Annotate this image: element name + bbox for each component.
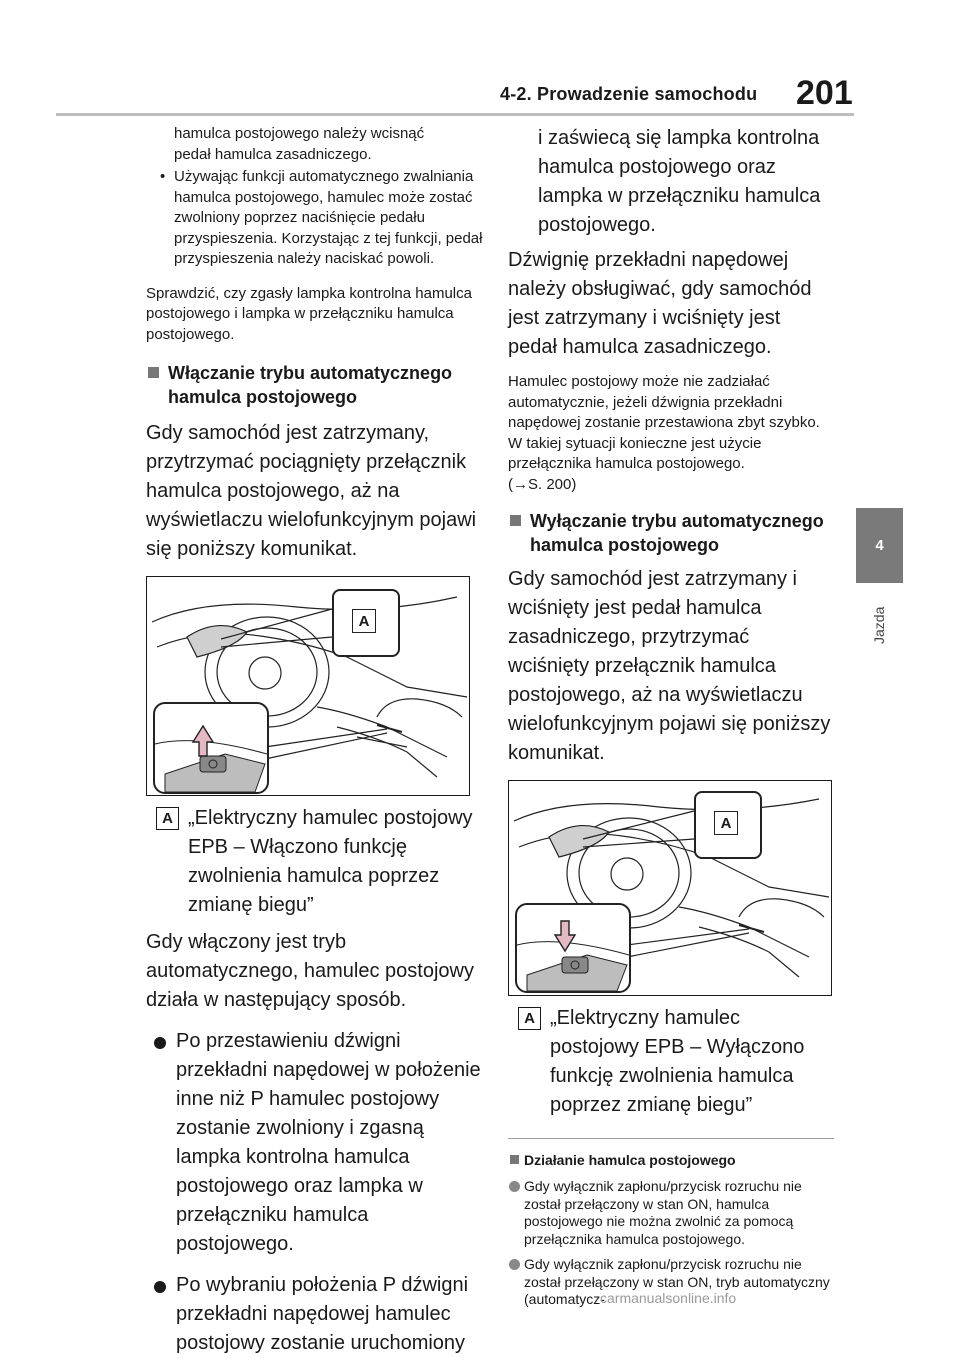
small-note: Hamulec postojowy może nie zadziałać aut… [508, 373, 820, 493]
list-item: Po wybraniu położenia P dźwigni przekład… [146, 1271, 486, 1358]
section-title: 4-2. Prowadzenie samochodu [500, 84, 758, 104]
list-item: Po przestawieniu dźwigni przekładni napę… [146, 1027, 486, 1259]
list-item: Gdy wyłącznik zapłonu/przycisk rozruchu … [508, 1256, 834, 1309]
section-heading: Włączanie trybu automatycznego hamulca p… [146, 361, 486, 409]
bullet-icon [154, 1037, 166, 1049]
right-column: i zaświecą się lampka kontrolna hamulca … [508, 124, 834, 1309]
intro-text: hamulca postojowego należy wcisnąć pedał… [174, 125, 425, 163]
note-heading: Działanie hamulca postojowego [508, 1151, 834, 1170]
parking-brake-switch-icon [155, 724, 267, 792]
dashboard-illustration [513, 798, 830, 978]
watermark: carmanualsonline.info [600, 1290, 737, 1306]
header-divider [56, 113, 854, 116]
chapter-label: Jazda [871, 606, 887, 644]
callout-tag: A [352, 609, 376, 633]
switch-closeup [515, 903, 631, 993]
square-bullet-icon [510, 1155, 519, 1164]
list-item: • Używając funkcji automatycznego zwalni… [160, 168, 483, 267]
callout-lines [582, 810, 750, 958]
callout-box: A [332, 589, 400, 657]
body-paragraph: Gdy samochód jest zatrzymany i wciśnięty… [508, 568, 831, 764]
section-heading: Wyłączanie trybu automatycznego hamulca … [508, 509, 834, 557]
square-bullet-icon [148, 367, 159, 378]
caption-tag: A [518, 1007, 541, 1030]
callout-lines [220, 608, 388, 760]
illustration-engage: A [146, 576, 470, 796]
check-text: Sprawdzić, czy zgasły lampka kontrolna h… [146, 284, 472, 343]
bullet-icon [509, 1181, 520, 1192]
illustration-disengage: A [508, 780, 832, 996]
caption-tag: A [156, 807, 179, 830]
page-number: 201 [796, 74, 853, 112]
list-item: Gdy wyłącznik zapłonu/przycisk rozruchu … [508, 1178, 834, 1248]
chapter-tab[interactable]: 4 [856, 508, 903, 583]
continuation-text: i zaświecą się lampka kontrolna hamulca … [538, 127, 821, 236]
square-bullet-icon [510, 515, 521, 526]
figure-caption: A „Elektryczny hamulec postojowy EPB – W… [146, 804, 486, 920]
parking-brake-switch-icon [517, 920, 629, 991]
bullet-icon [154, 1281, 166, 1293]
body-paragraph: Dźwignię przekładni napędowej należy obs… [508, 249, 812, 358]
note-divider [508, 1138, 834, 1139]
callout-box: A [694, 791, 762, 859]
chapter-number: 4 [875, 537, 884, 554]
bullet-icon [509, 1259, 520, 1270]
callout-tag: A [714, 811, 738, 835]
body-paragraph: Gdy samochód jest zatrzymany, przytrzyma… [146, 422, 477, 560]
left-column: hamulca postojowego należy wcisnąć pedał… [146, 124, 486, 1358]
switch-closeup [153, 702, 269, 794]
body-paragraph: Gdy włączony jest tryb automatycznego, h… [146, 931, 474, 1011]
figure-caption: A „Elektryczny hamulec postojowy EPB – W… [508, 1004, 834, 1120]
